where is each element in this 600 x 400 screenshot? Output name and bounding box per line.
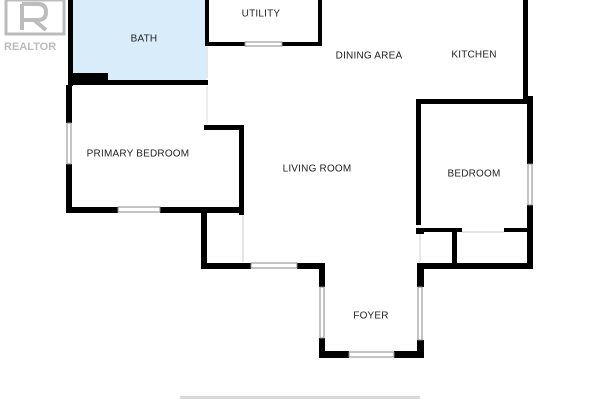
room-label-utility: UTILITY <box>242 9 281 20</box>
wall <box>527 205 533 269</box>
window <box>117 206 161 213</box>
wall <box>72 73 108 82</box>
realtor-watermark: REALTOR <box>4 0 66 53</box>
realtor-text: REALTOR <box>4 41 56 53</box>
window <box>527 163 533 206</box>
wall <box>204 125 244 130</box>
wall <box>205 0 209 46</box>
wall <box>504 228 533 232</box>
wall <box>394 351 424 358</box>
wall <box>66 207 118 213</box>
window <box>244 41 283 47</box>
room-label-living-room: LIVING ROOM <box>283 164 352 175</box>
room-label-bath: BATH <box>131 34 158 45</box>
wall <box>201 207 207 269</box>
realtor-r-logo-icon <box>4 0 66 36</box>
wall <box>68 0 73 86</box>
window <box>250 262 298 269</box>
window <box>319 286 325 339</box>
wall <box>417 263 424 287</box>
wall <box>416 99 421 225</box>
wall <box>68 80 208 85</box>
wall <box>319 263 325 287</box>
wall <box>417 340 424 358</box>
room-label-foyer: FOYER <box>353 311 388 322</box>
room-label-dining-area: DINING AREA <box>336 51 403 62</box>
wall <box>417 263 533 269</box>
wall <box>319 338 325 358</box>
wall <box>523 0 528 103</box>
wall <box>297 263 325 269</box>
room-label-bedroom: BEDROOM <box>447 169 500 180</box>
wall <box>319 351 349 358</box>
room-label-kitchen: KITCHEN <box>451 50 496 61</box>
wall <box>239 125 244 215</box>
window <box>348 351 395 358</box>
room-label-primary-bedroom: PRIMARY BEDROOM <box>87 149 190 160</box>
wall <box>201 263 251 269</box>
wall <box>452 228 457 268</box>
bottom-edge-line <box>180 396 420 399</box>
wall <box>66 85 72 123</box>
wall <box>205 42 245 46</box>
wall <box>282 42 322 46</box>
wall <box>318 0 322 46</box>
window <box>66 122 72 165</box>
wall <box>66 164 72 212</box>
wall <box>527 96 533 164</box>
wall <box>418 228 462 232</box>
window <box>417 286 423 341</box>
wall <box>416 99 533 104</box>
bath-room-fill <box>72 0 206 82</box>
